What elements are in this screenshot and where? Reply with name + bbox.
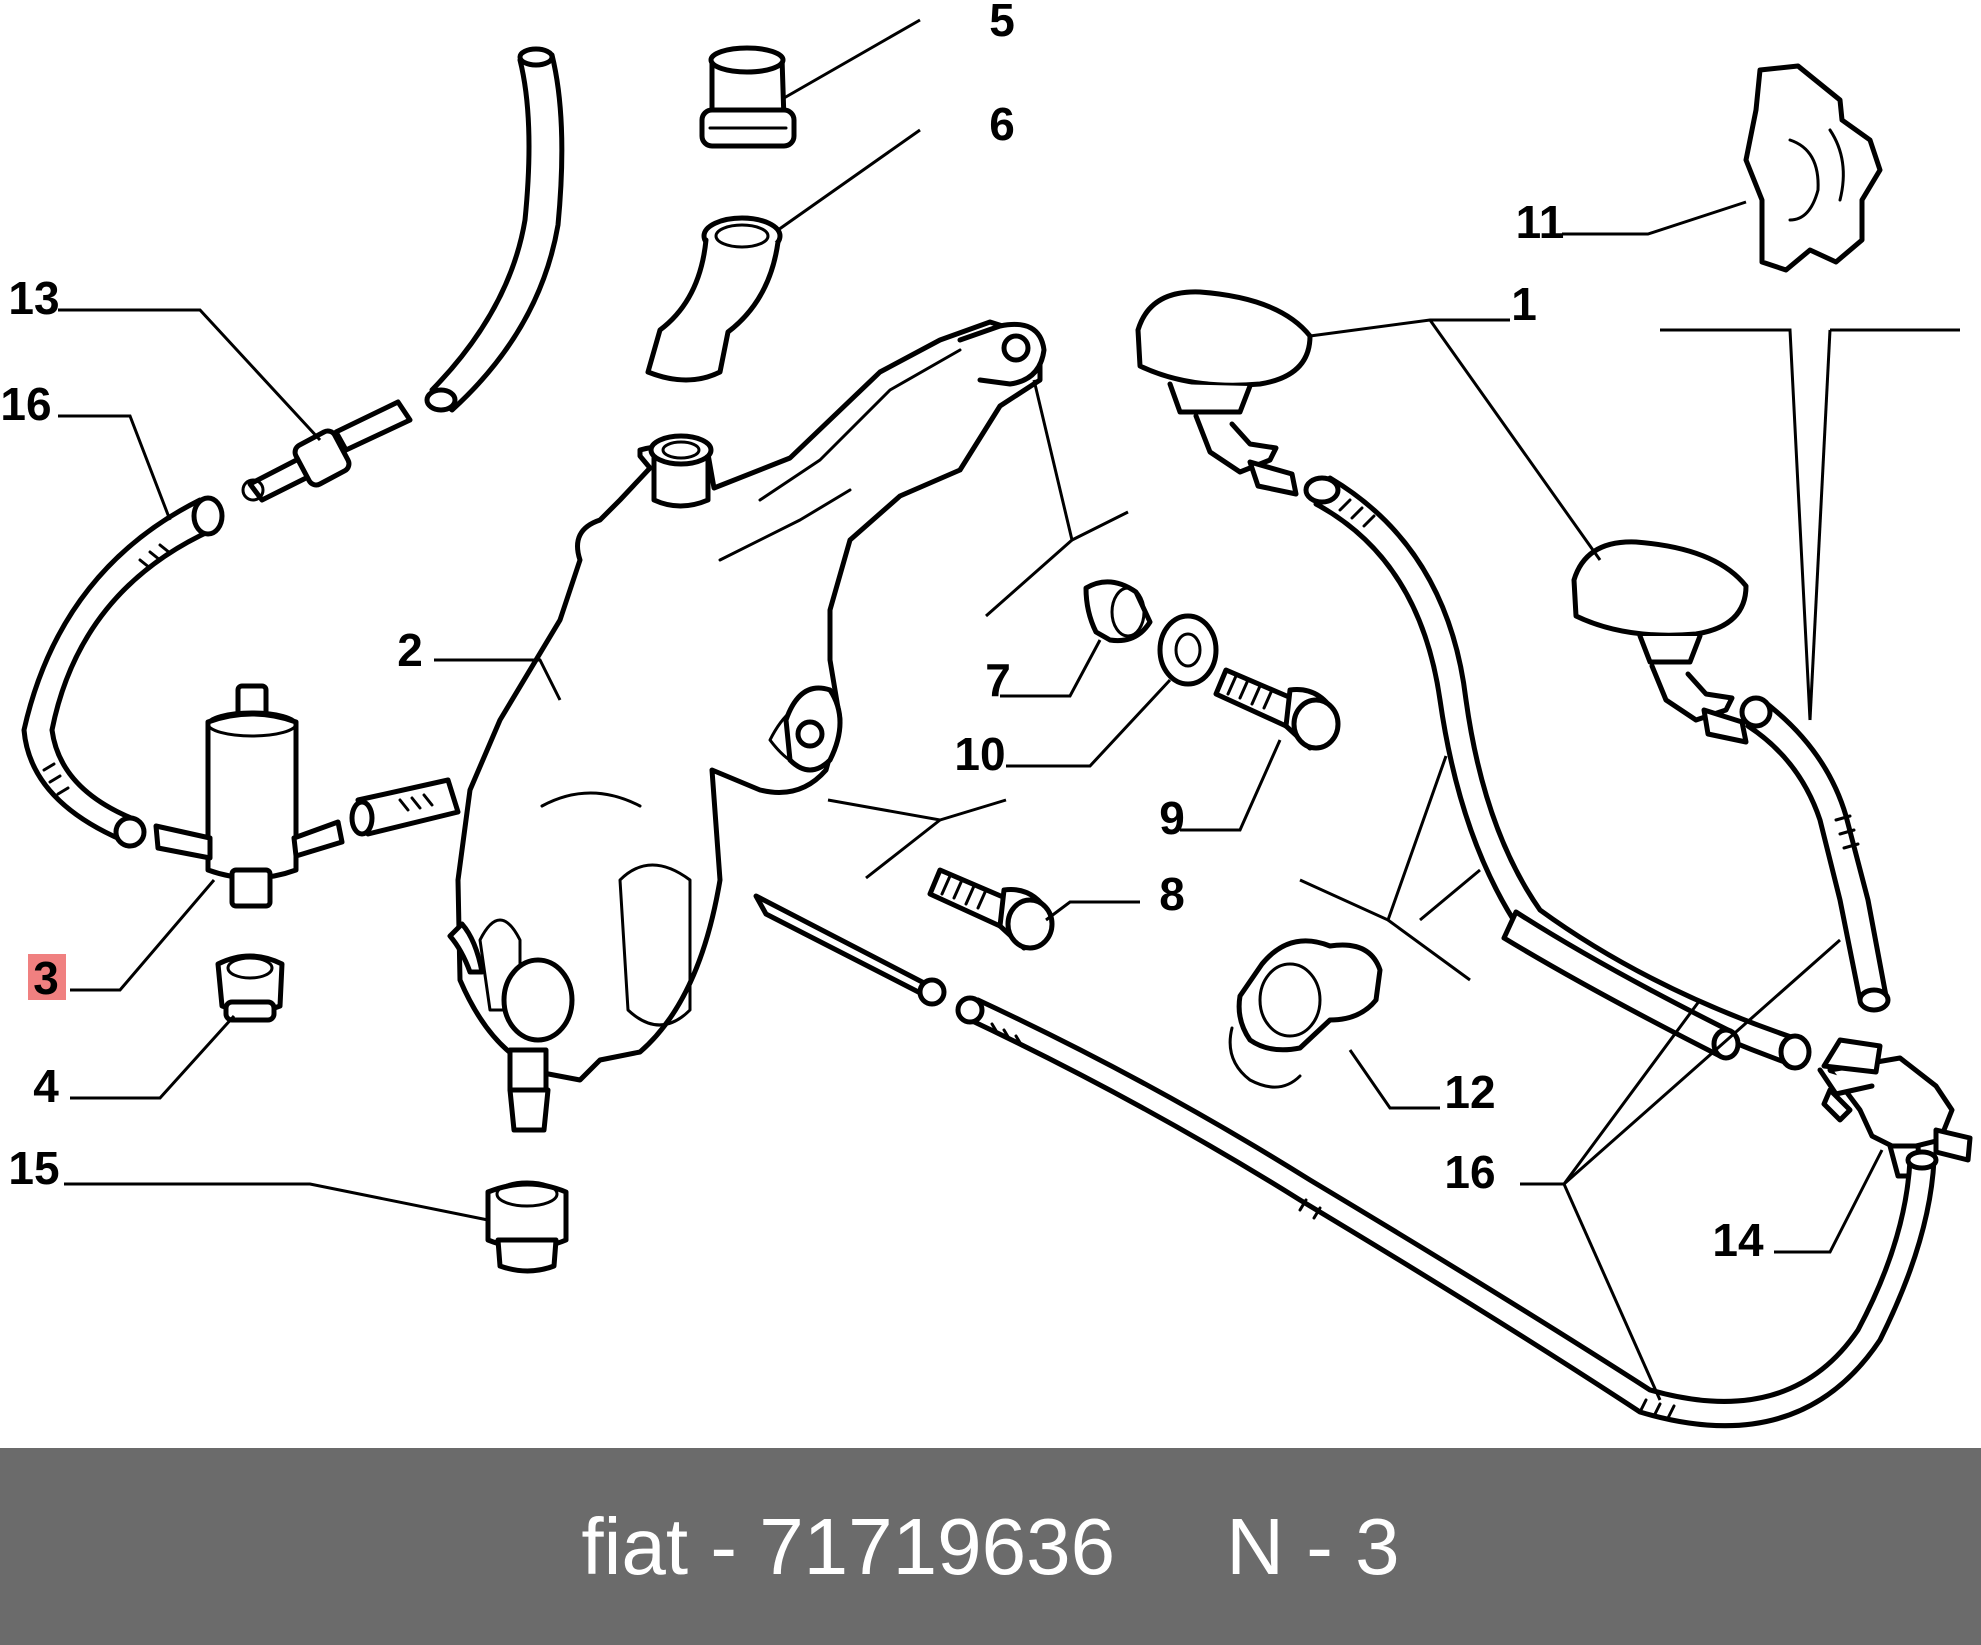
callout-16-right: 16: [1444, 1146, 1495, 1198]
part-2-reservoir: [447, 319, 1047, 1133]
part-4-grommet: [215, 953, 285, 1023]
part-13-check-valve: [241, 399, 413, 503]
part-1-nozzle-lower: [1571, 539, 1749, 745]
callout-8: 8: [1159, 868, 1185, 920]
part-9-bolt: [1213, 667, 1341, 751]
hose-right-long: [1303, 475, 1812, 1071]
hose-top: [424, 46, 565, 413]
exploded-parts-diagram: 5 6 1 11 13 16 2 3 4 15 7 10 9 8 12 16 1…: [0, 0, 1973, 1429]
part-14-t-connector: [1817, 1037, 1973, 1179]
part-5-filler-cap: [699, 45, 797, 149]
hose-right-nozzle: [1739, 695, 1891, 1013]
part-8-bolt: [927, 867, 1055, 951]
callout-3: 3: [33, 952, 59, 1004]
hose-pump-to-tank: [349, 777, 461, 837]
callout-6: 6: [989, 98, 1015, 150]
callout-2: 2: [397, 624, 423, 676]
part-3-washer-pump: [153, 683, 345, 909]
callout-3-highlight: [28, 954, 66, 1000]
callout-labels: 5 6 1 11 13 16 2 3 4 15 7 10 9 8 12 16 1…: [0, 0, 1764, 1266]
part-7-bush: [1083, 579, 1153, 644]
callout-11: 11: [1516, 196, 1565, 248]
callout-15: 15: [8, 1142, 59, 1194]
callout-1: 1: [1511, 278, 1537, 330]
callout-5: 5: [989, 0, 1015, 46]
callout-16-left: 16: [0, 378, 51, 430]
callout-9: 9: [1159, 792, 1185, 844]
part-6-filler-neck: [645, 215, 783, 383]
callout-4: 4: [33, 1060, 59, 1112]
caption-bar: fiat - 71719636 N - 3: [0, 1448, 1981, 1645]
part-11-clip: [1743, 63, 1883, 273]
part-1-nozzle-upper: [1135, 289, 1313, 497]
callout-13: 13: [8, 272, 59, 324]
leader-lines: [58, 18, 1960, 1401]
part-12-clamp: [1228, 938, 1383, 1089]
hose-tank-to-right: [1501, 909, 1741, 1061]
part-15-plug: [485, 1180, 569, 1274]
part-10-washer: [1157, 613, 1219, 687]
part-number-caption: fiat - 71719636 N - 3: [581, 1501, 1400, 1591]
callout-10: 10: [954, 728, 1005, 780]
callout-14: 14: [1712, 1214, 1764, 1266]
hose-left: [21, 495, 225, 849]
callout-7: 7: [985, 654, 1011, 706]
hose-bottom-long: [753, 893, 1939, 1429]
callout-12: 12: [1444, 1066, 1495, 1118]
